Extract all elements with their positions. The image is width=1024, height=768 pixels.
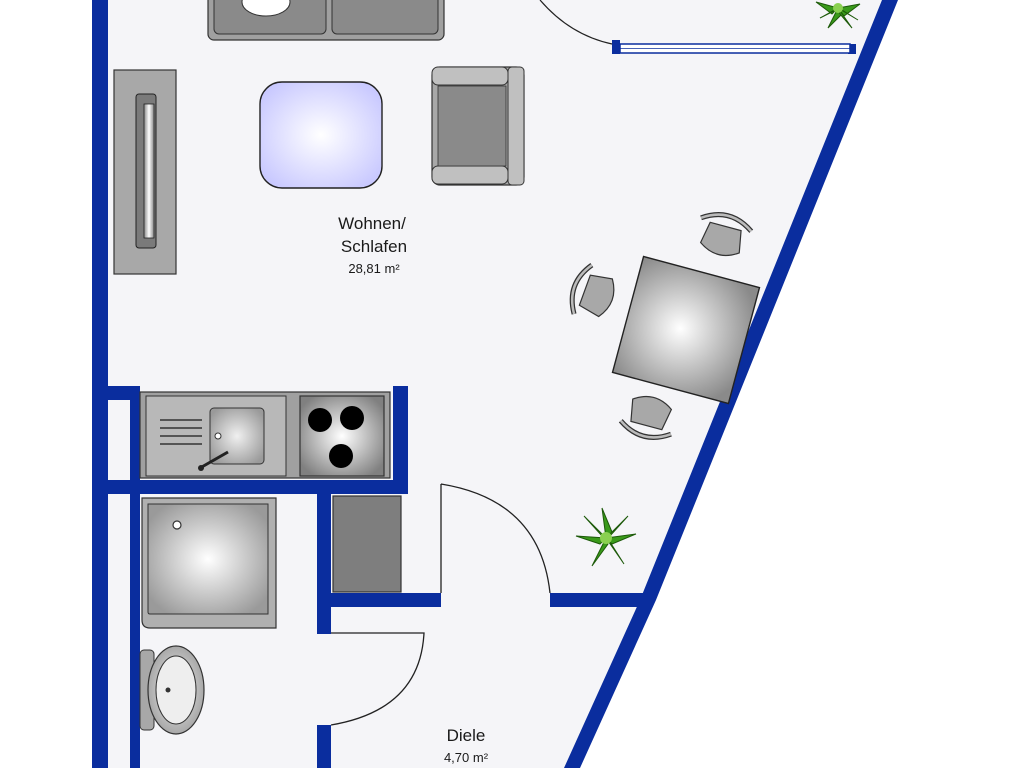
- shower-tray: [141, 497, 277, 629]
- window-frame-right: [848, 44, 856, 54]
- bath-wall-right-lower: [317, 725, 331, 768]
- hob: [299, 395, 385, 477]
- hall-name: Diele: [447, 726, 486, 745]
- plant-icon: [815, 1, 861, 29]
- hall-area: 4,70 m²: [444, 750, 489, 765]
- window-sill: [612, 40, 620, 54]
- floor-area: [100, 0, 892, 768]
- hall-label: Diele 4,70 m²: [444, 726, 489, 765]
- bath-cabinet: [332, 495, 402, 593]
- plant-icon: [575, 507, 637, 567]
- living-room-name-line1: Wohnen/: [338, 214, 406, 233]
- armchair: [431, 66, 525, 186]
- kitchen-wall-right: [393, 386, 408, 494]
- bath-wall-left-inner: [130, 494, 140, 768]
- sink: [145, 395, 287, 477]
- kitchen-wall-inner-left: [130, 386, 140, 494]
- window: [619, 43, 851, 54]
- dining-chair-left: [569, 263, 615, 318]
- coffee-table: [259, 81, 383, 189]
- living-room-label: Wohnen/ Schlafen 28,81 m²: [338, 214, 407, 276]
- hall-door-swing: [440, 483, 551, 594]
- bath-wall-right: [317, 494, 331, 634]
- dining-table: [611, 255, 761, 405]
- living-room-area: 28,81 m²: [348, 261, 400, 276]
- living-room-name-line2: Schlafen: [341, 237, 407, 256]
- hall-wall-top-right: [550, 593, 645, 607]
- hall-wall-top-left: [331, 593, 441, 607]
- balcony-door-swing: [539, 0, 613, 45]
- sofa: [207, 0, 445, 41]
- dining-chair-bottom: [618, 396, 673, 440]
- kitchen-counter: [139, 391, 391, 479]
- tv-sideboard: [113, 69, 177, 275]
- west-wall: [92, 0, 108, 768]
- kitchen-wall-bottom: [108, 480, 408, 494]
- dining-chair-top: [699, 212, 754, 256]
- washbasin: [139, 645, 205, 735]
- bath-door-swing: [330, 632, 425, 726]
